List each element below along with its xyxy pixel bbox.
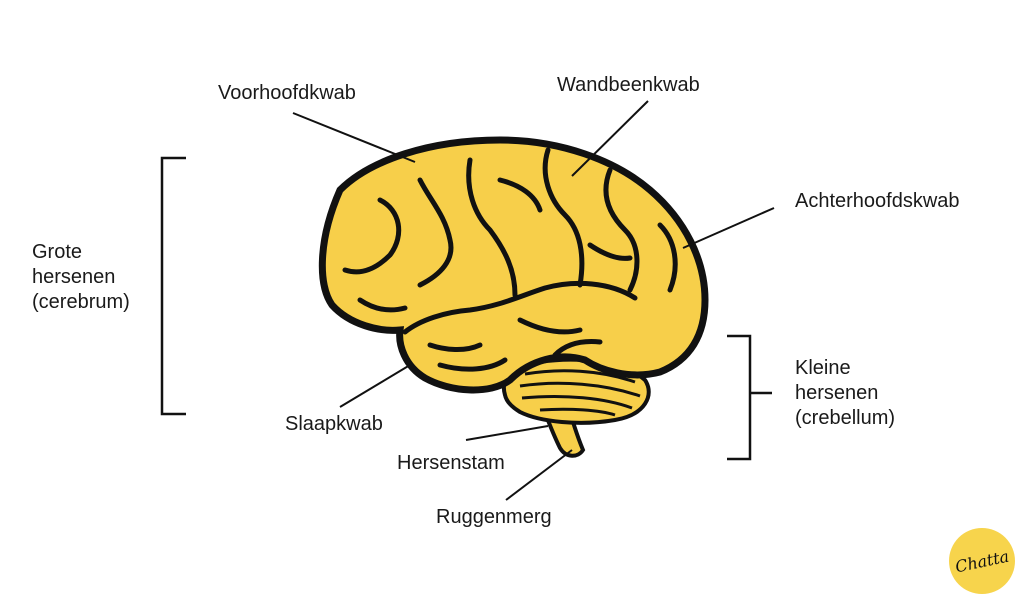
cerebellum-label: Kleine hersenen (crebellum)	[795, 357, 896, 429]
cerebrum-bracket	[160, 156, 186, 416]
parietal-lobe-label: Wandbeenkwab	[557, 74, 700, 96]
leader-lines	[292, 100, 775, 501]
occipital-lobe-label: Achterhoofdskwab	[795, 190, 960, 212]
spinal-cord-label: Ruggenmerg	[436, 506, 552, 528]
brainstem-label: Hersenstam	[397, 452, 505, 474]
frontal-lobe-label: Voorhoofdkwab	[218, 82, 356, 104]
cerebellum-bracket	[727, 334, 772, 461]
chatta-logo: Chatta	[949, 528, 1015, 594]
cerebellum-folds	[519, 369, 641, 417]
temporal-lobe-label: Slaapkwab	[285, 413, 383, 435]
cerebrum-label: Grote hersenen (cerebrum)	[32, 241, 130, 313]
cerebrum-sulci	[342, 147, 678, 372]
